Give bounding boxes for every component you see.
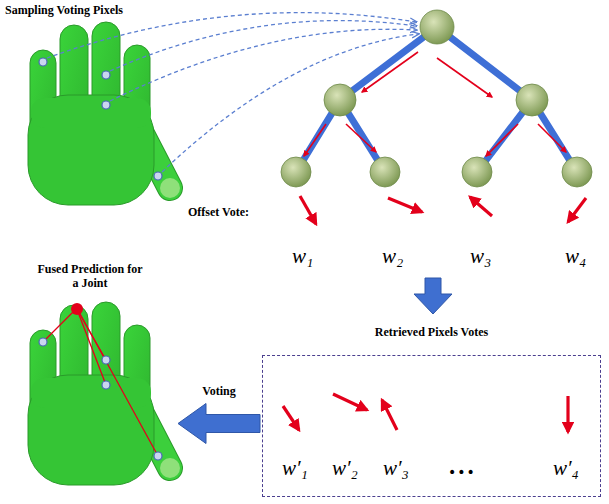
regression-tree	[388, 198, 422, 212]
regression-tree	[437, 27, 532, 100]
votes-box: Retrieved Pixels Votes w′₁ w′₂ w′₃ ••• w′₄	[262, 322, 601, 497]
hand-figure	[43, 309, 158, 456]
regression-tree	[324, 84, 356, 116]
panel-heading: Fused Prediction for a Joint	[35, 262, 145, 290]
hand-figure	[154, 172, 162, 180]
hand-figure	[78, 312, 106, 385]
regression-tree	[516, 84, 548, 116]
hand-figure	[79, 312, 158, 456]
regression-tree	[346, 124, 376, 152]
edge-label: Voting	[202, 384, 236, 398]
hand-figure	[39, 338, 47, 346]
hand-figure	[28, 302, 180, 485]
hand-panel: Fused Prediction for a Joint	[5, 258, 175, 490]
regression-tree	[296, 27, 577, 172]
sampling-curves	[47, 13, 418, 172]
vote-weight: w₃	[470, 244, 491, 268]
hand-figure	[102, 71, 110, 79]
regression-tree	[281, 10, 592, 187]
hand-figure	[39, 58, 47, 66]
block-arrow	[178, 404, 260, 444]
regression-tree	[340, 27, 437, 100]
regression-tree	[281, 10, 592, 224]
hand-figure	[43, 309, 76, 342]
hand-figure	[154, 452, 162, 460]
hand-figure	[102, 381, 110, 389]
regression-tree	[370, 157, 400, 187]
hand-figure	[39, 338, 162, 460]
vote-weight: w₂	[382, 244, 403, 268]
vote-arrows	[283, 394, 568, 432]
regression-tree	[562, 157, 592, 187]
vote-arrows	[566, 396, 569, 432]
hand-figure	[71, 303, 83, 315]
regression-tree	[462, 157, 492, 187]
vote-weight: w′₄	[553, 456, 579, 480]
hand-figure	[102, 356, 110, 364]
sampling-curves	[110, 21, 416, 71]
vote-weight: w′₃	[383, 456, 409, 480]
ellipsis: •••	[448, 460, 476, 484]
regression-tree	[568, 198, 586, 222]
box-heading: Retrieved Pixels Votes	[375, 325, 488, 339]
regression-tree	[420, 10, 454, 44]
sampling-curves	[47, 13, 416, 58]
row-label: Offset Vote:	[188, 205, 249, 219]
vote-weight: w₄	[565, 244, 586, 268]
vote-arrows	[382, 400, 397, 430]
vote-weight: w′₁	[282, 456, 308, 480]
vote-weight: w′₂	[332, 456, 358, 480]
regression-tree	[304, 52, 566, 156]
hand-figure	[102, 101, 110, 109]
vote-weight: w₁	[292, 244, 313, 268]
regression-tree	[300, 196, 316, 224]
regression-tree	[437, 58, 492, 97]
regression-tree	[300, 196, 586, 224]
sampling-curves	[162, 34, 418, 172]
regression-tree	[362, 52, 418, 92]
hand-figure	[39, 58, 162, 180]
regression-tree	[281, 157, 311, 187]
hand-figure	[28, 302, 180, 485]
regression-tree	[486, 124, 518, 156]
sampling-curves	[110, 29, 416, 101]
hand-figure	[28, 22, 180, 205]
panel-heading: Sampling Voting Pixels	[5, 3, 123, 17]
vote-arrows	[333, 394, 367, 410]
flow-arrow	[414, 278, 452, 314]
hand-figure	[28, 22, 180, 205]
regression-tree	[470, 197, 492, 216]
dashed-border	[262, 355, 601, 497]
regression-tree	[538, 124, 566, 152]
regression-tree	[304, 124, 326, 156]
vote-arrows	[283, 406, 299, 430]
